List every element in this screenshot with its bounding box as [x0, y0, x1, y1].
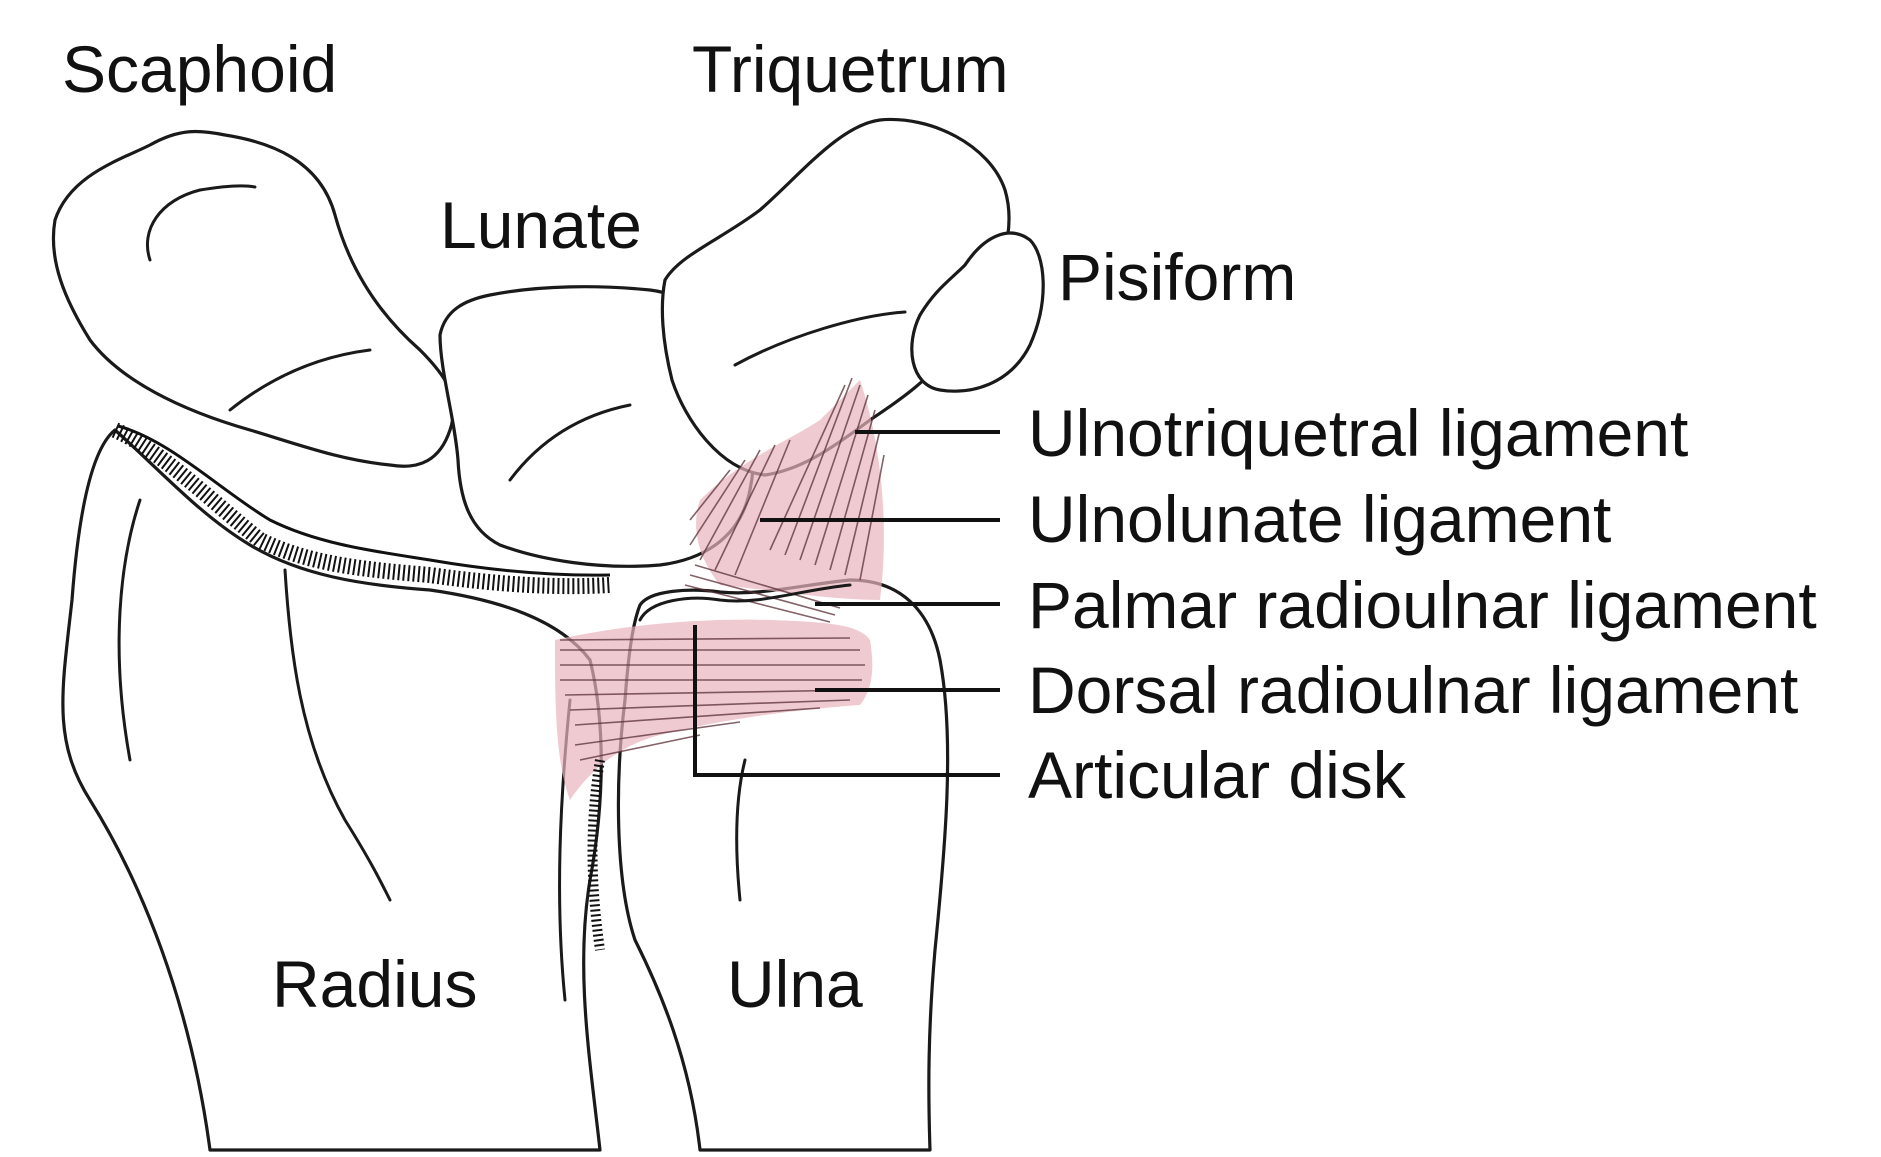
dorsal-radioulnar-fibers — [559, 637, 865, 761]
pisiform-bone — [910, 231, 1045, 393]
label-ulnolunate-ligament: Ulnolunate ligament — [1028, 482, 1611, 556]
triquetrum-contour — [733, 310, 907, 367]
ulnolunate-fibers — [689, 439, 791, 576]
lunate-contour — [508, 403, 632, 482]
radius-contour-1 — [117, 498, 142, 762]
radius-contour-2 — [283, 568, 392, 902]
scaphoid-contour-1 — [145, 184, 257, 262]
label-palmar-radioulnar-ligament: Palmar radioulnar ligament — [1028, 568, 1817, 642]
radiocarpal-joint-hatching — [111, 422, 611, 595]
label-triquetrum: Triquetrum — [692, 32, 1009, 106]
label-ulna: Ulna — [727, 947, 863, 1021]
scaphoid-bone — [51, 129, 456, 468]
leader-lines — [693, 430, 1000, 777]
label-pisiform: Pisiform — [1058, 240, 1296, 314]
label-articular-disk: Articular disk — [1028, 738, 1407, 812]
ulnotriquetral-fibers — [769, 377, 885, 581]
palmar-radioulnar-fibers — [684, 564, 841, 623]
distal-radioulnar-joint-hatching — [587, 759, 605, 951]
label-radius: Radius — [272, 947, 477, 1021]
scaphoid-contour-2 — [228, 348, 372, 412]
label-ulnotriquetral-ligament: Ulnotriquetral ligament — [1028, 396, 1688, 470]
radius-bone — [61, 428, 603, 1152]
leader-articular-disk — [693, 625, 1000, 777]
label-lunate: Lunate — [440, 188, 642, 262]
label-dorsal-radioulnar-ligament: Dorsal radioulnar ligament — [1028, 653, 1798, 727]
ulnar-styloid-outline — [638, 583, 852, 622]
label-scaphoid: Scaphoid — [62, 32, 337, 106]
